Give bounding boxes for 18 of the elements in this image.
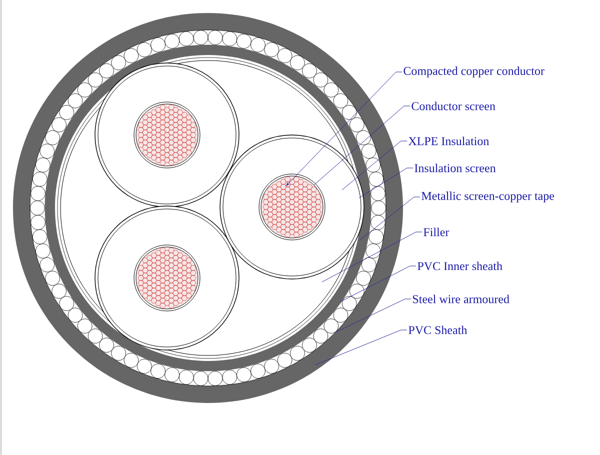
leader-line — [286, 72, 402, 186]
leader-line — [322, 232, 422, 282]
callout-label: Filler — [424, 228, 450, 236]
leader-line — [314, 330, 408, 366]
callout-label: Steel wire armoured — [413, 294, 510, 304]
callout-label: Compacted copper conductor — [404, 66, 544, 78]
callout-label: Insulation screen — [414, 164, 496, 172]
leader-line — [360, 196, 420, 240]
callout-label: PVC Inner sheath — [418, 262, 502, 270]
callout-label: XLPE Insulation — [408, 136, 490, 146]
leader-line — [336, 298, 412, 332]
callout-label: Conductor screen — [412, 102, 496, 110]
leader-line — [342, 140, 408, 190]
leader-line — [340, 266, 416, 302]
leader-line — [314, 106, 410, 186]
callout-label: Metallic screen-copper tape — [422, 192, 554, 202]
callout-label: PVC Sheath — [408, 326, 468, 334]
leader-line — [358, 168, 414, 198]
